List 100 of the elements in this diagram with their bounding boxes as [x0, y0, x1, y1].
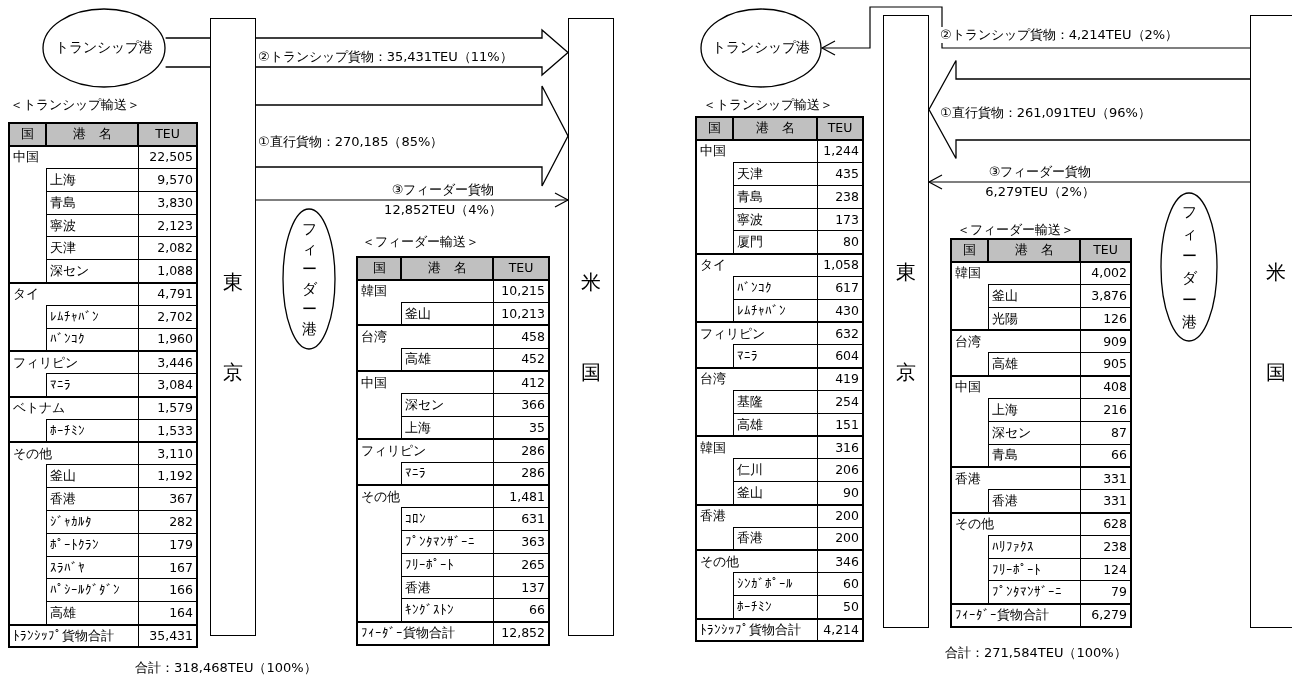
teu-cell: 331 — [1080, 466, 1131, 490]
teu-cell: 458 — [493, 325, 549, 349]
port-cell: ﾏﾆﾗ — [733, 344, 817, 368]
port-cell: 釜山 — [988, 284, 1080, 308]
teu-cell: 1,481 — [493, 484, 549, 508]
total-label-cell: ﾄﾗﾝｼｯﾌﾟ貨物合計 — [696, 618, 817, 642]
port-cell: ﾌﾘｰﾎﾟｰﾄ — [988, 558, 1080, 581]
port-cell: 香港 — [733, 527, 817, 551]
header-cell: TEU — [493, 257, 549, 280]
port-cell: ﾊﾞﾝｺｸ — [733, 276, 817, 300]
teu-cell: 1,579 — [138, 396, 197, 420]
country-cell: フィリピン — [357, 439, 493, 463]
port-cell: ﾊﾘﾌｧｸｽ — [988, 535, 1080, 559]
port-cell: 香港 — [46, 487, 138, 511]
teu-cell: 316 — [817, 436, 863, 459]
port-cell: ﾏﾆﾗ — [46, 373, 138, 397]
port-cell: 上海 — [988, 398, 1080, 422]
header-cell: 港 名 — [733, 117, 817, 140]
port-cell: 高雄 — [401, 348, 493, 371]
port-cell: ﾎｰﾁﾐﾝ — [46, 419, 138, 443]
location-name: 東京 — [896, 258, 916, 386]
location-name: 東京 — [223, 269, 243, 386]
country-cell: 台湾 — [696, 367, 817, 391]
location-bar — [883, 15, 929, 628]
teu-cell: 3,446 — [138, 350, 197, 374]
port-cell: 深セン — [401, 393, 493, 417]
teu-cell: 286 — [493, 439, 549, 463]
port-cell: ﾌﾟﾝﾀﾏﾝｻﾞｰﾆ — [401, 530, 493, 554]
teu-cell: 628 — [1080, 512, 1131, 536]
country-cell: フィリピン — [696, 322, 817, 345]
port-cell: ﾊﾟｼｰﾙｸﾞﾀﾞﾝ — [46, 578, 138, 602]
total-label-cell: ﾌｨｰﾀﾞｰ貨物合計 — [951, 603, 1080, 627]
teu-cell: 632 — [817, 322, 863, 345]
port-cell: ｼﾝｶﾞﾎﾟｰﾙ — [733, 572, 817, 596]
teu-cell: 200 — [817, 504, 863, 528]
port-cell: ﾎﾟｰﾄｸﾗﾝ — [46, 533, 138, 557]
header-cell: 国 — [696, 117, 733, 140]
port-cell: ﾚﾑﾁｬﾊﾞﾝ — [46, 305, 138, 329]
header-cell: 国 — [9, 123, 46, 146]
port-cell: 香港 — [401, 576, 493, 599]
teu-cell: 1,058 — [817, 253, 863, 277]
header-cell: TEU — [817, 117, 863, 140]
country-cell: 韓国 — [696, 436, 817, 459]
port-cell: 釜山 — [46, 464, 138, 488]
teu-cell: 3,110 — [138, 442, 197, 465]
country-cell: その他 — [696, 550, 817, 573]
port-cell: 仁川 — [733, 458, 817, 482]
arrow — [821, 6, 1251, 56]
port-cell: ﾌﾘｰﾎﾟｰﾄ — [401, 553, 493, 577]
country-cell: フィリピン — [9, 350, 138, 374]
teu-cell: 408 — [1080, 375, 1131, 399]
port-name: フィーダー港 — [301, 219, 317, 339]
total-label: 合計：318,468TEU（100%） — [135, 660, 317, 676]
edge-label: ③フィーダー貨物 6,279TEU（2%） — [984, 163, 1096, 201]
teu-cell: 346 — [817, 550, 863, 573]
port-cell: 天津 — [733, 162, 817, 186]
teu-cell: 419 — [817, 367, 863, 391]
port-cell: ｼﾞｬｶﾙﾀ — [46, 510, 138, 534]
location-name: 米国 — [581, 269, 601, 386]
port-cell: ﾏﾆﾗ — [401, 462, 493, 485]
header-cell: 港 名 — [46, 123, 138, 146]
port-cell: 基隆 — [733, 390, 817, 414]
country-cell: タイ — [696, 253, 817, 277]
teu-cell: 4,791 — [138, 282, 197, 306]
port-cell: 寧波 — [46, 214, 138, 237]
location-bar — [210, 18, 256, 636]
country-cell: その他 — [357, 484, 493, 508]
country-cell: 香港 — [951, 466, 1080, 490]
country-cell: タイ — [9, 282, 138, 306]
header-cell: 港 名 — [401, 257, 493, 280]
table-caption: ＜フィーダー輸送＞ — [362, 234, 479, 250]
port-cell: 高雄 — [988, 353, 1080, 376]
header-cell: TEU — [1080, 239, 1131, 262]
header-cell: 港 名 — [988, 239, 1080, 262]
header-cell: 国 — [951, 239, 988, 262]
country-cell: 香港 — [696, 504, 817, 528]
location-name: 米国 — [1265, 258, 1286, 386]
table-caption: ＜トランシップ輸送＞ — [703, 97, 833, 113]
country-cell: ベトナム — [9, 396, 138, 420]
port-name: フィーダー港 — [1181, 202, 1197, 333]
country-cell: その他 — [951, 512, 1080, 536]
total-label-cell: ﾌｨｰﾀﾞｰ貨物合計 — [357, 621, 493, 645]
arrow — [928, 174, 1251, 190]
total-label: 合計：271,584TEU（100%） — [945, 645, 1127, 661]
port-cell: 青島 — [733, 185, 817, 209]
port-name: トランシップ港 — [712, 39, 810, 57]
port-cell: 釜山 — [401, 302, 493, 326]
port-cell: 上海 — [46, 168, 138, 192]
teu-cell: 909 — [1080, 330, 1131, 353]
port-cell: 香港 — [988, 489, 1080, 513]
country-cell: 中国 — [951, 375, 1080, 399]
port-cell: 寧波 — [733, 208, 817, 231]
port-name: トランシップ港 — [55, 39, 153, 57]
country-cell: 台湾 — [357, 325, 493, 349]
edge-label: ③フィーダー貨物 12,852TEU（4%） — [383, 181, 503, 219]
port-cell: 青島 — [46, 191, 138, 215]
port-cell: 深セン — [988, 421, 1080, 445]
header-cell: 国 — [357, 257, 401, 280]
port-cell: ｺﾛﾝ — [401, 507, 493, 531]
location-bar — [1250, 15, 1292, 628]
